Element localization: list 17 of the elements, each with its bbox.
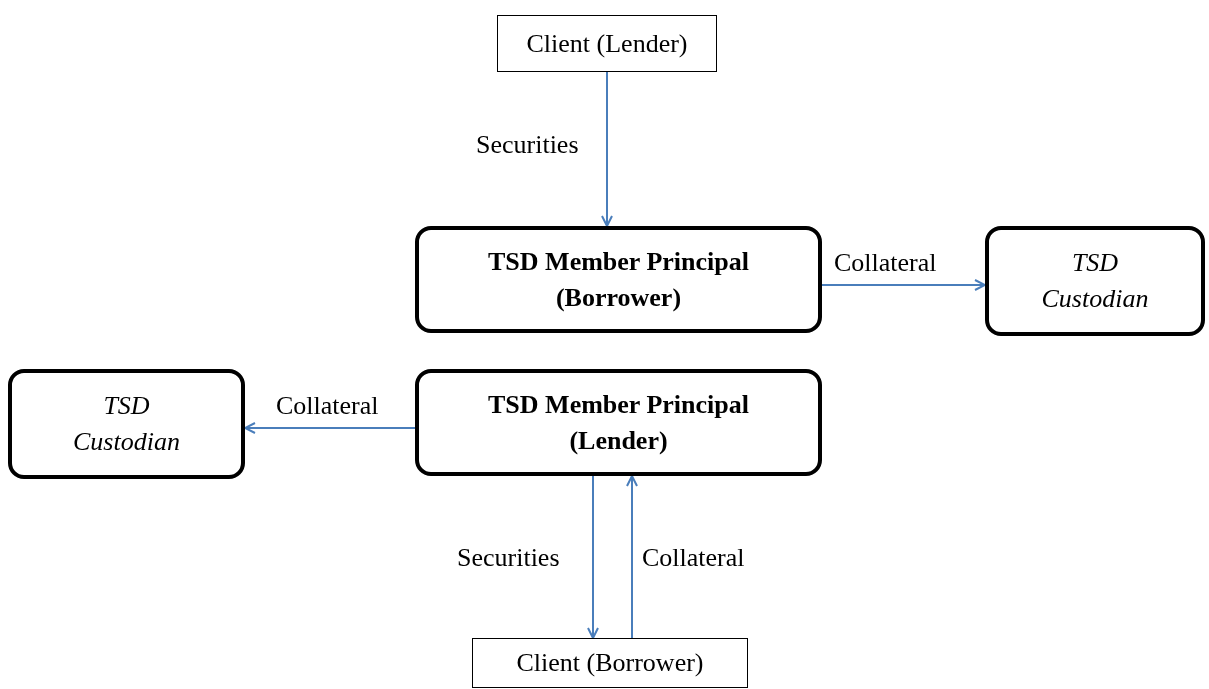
node-label: Client (Lender) (526, 27, 688, 60)
rounded-box (415, 369, 822, 476)
node-label: TSD Custodian (72, 390, 181, 458)
arrow (244, 422, 416, 434)
arrow (626, 475, 638, 639)
arrow (587, 475, 599, 639)
rounded-box (985, 226, 1205, 336)
rounded-box (415, 226, 822, 333)
node-label: TSD Member Principal (Borrower) (487, 245, 750, 314)
node-label: TSD Member Principal (Lender) (487, 388, 750, 457)
node-label: Client (Borrower) (516, 647, 704, 679)
node-label: TSD Custodian (1040, 247, 1150, 315)
process-box (497, 15, 717, 72)
process-box (472, 638, 748, 688)
rounded-box (8, 369, 245, 479)
arrow (821, 279, 986, 291)
arrow (601, 71, 613, 227)
